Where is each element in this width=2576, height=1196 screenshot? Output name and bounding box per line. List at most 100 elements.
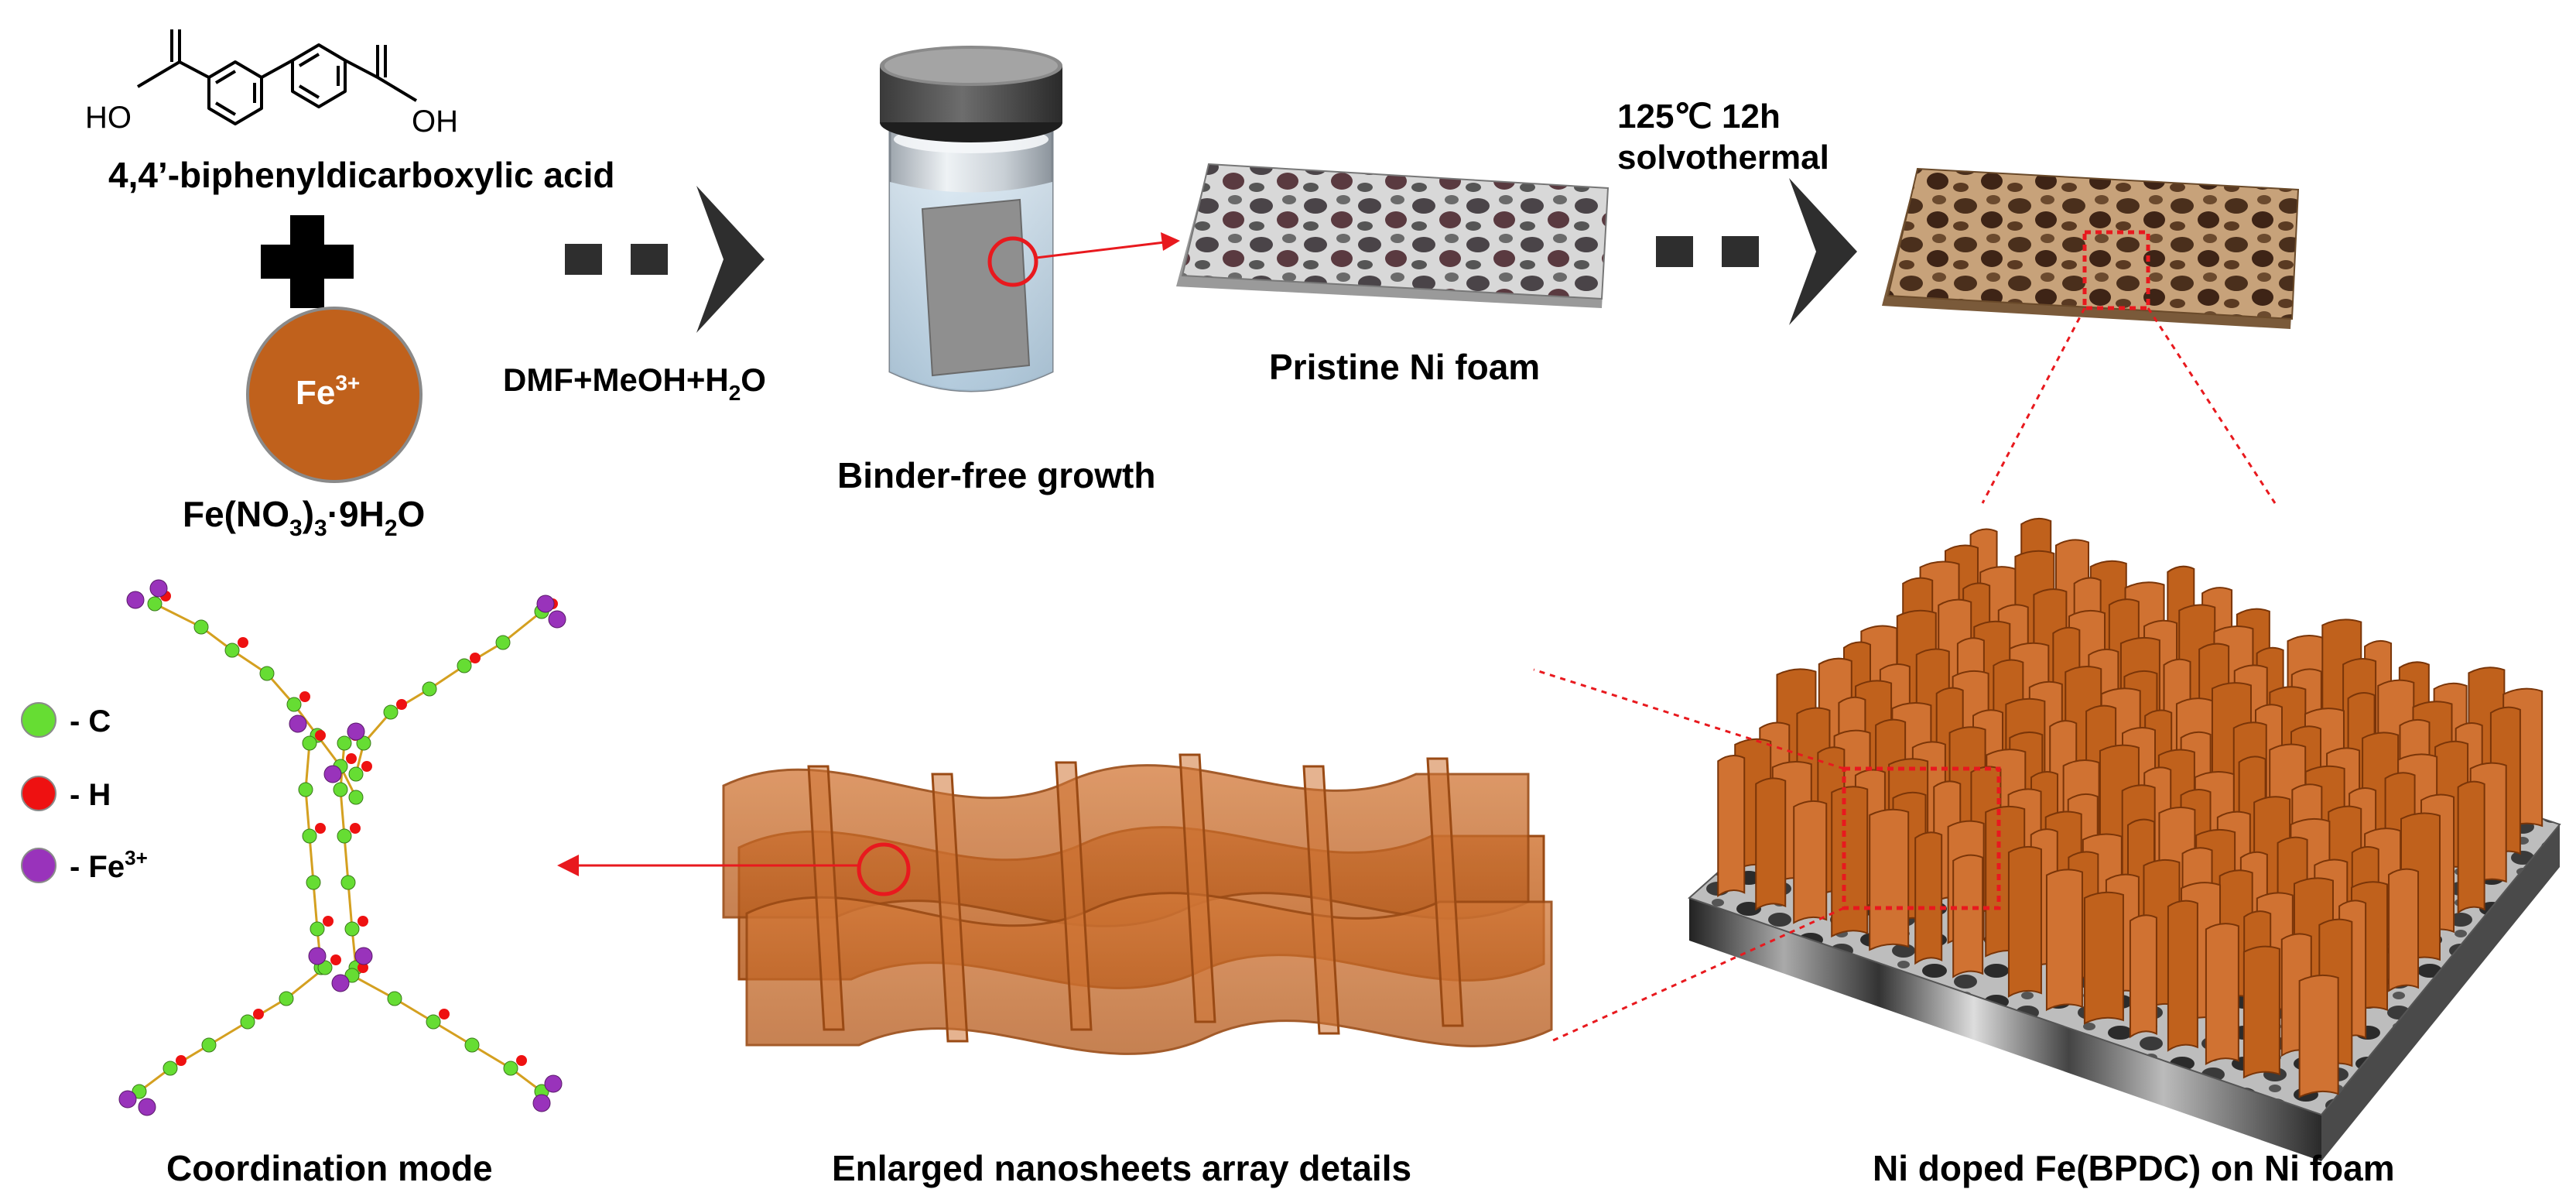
carbon-atom (132, 1084, 147, 1099)
nanosheet (2298, 974, 2339, 1098)
coated-ni-foam (1882, 167, 2300, 329)
iron-atom (544, 1074, 563, 1093)
reaction-jar (880, 46, 1062, 392)
zoom-box-forest (1842, 766, 2001, 910)
iron-atom (323, 765, 342, 783)
nanosheet (1717, 754, 1746, 898)
pristine-label: Pristine Ni foam (1269, 347, 1540, 387)
red-arrowhead-left-icon (557, 855, 579, 876)
final-label: Ni doped Fe(BPDC) on Ni foam (1873, 1148, 2395, 1188)
hydrogen-atom (238, 637, 248, 648)
iron-atom (118, 1090, 137, 1109)
carbon-atom (348, 766, 364, 782)
carbon-atom (356, 735, 371, 751)
carbon-atom (457, 658, 472, 673)
nanosheet (1914, 831, 1943, 965)
oh-right-label: OH (412, 105, 458, 139)
coordination-label: Coordination mode (166, 1148, 493, 1188)
fe-salt-formula: Fe(NO3)3·9H2O (183, 494, 425, 541)
zoom-line-foam-left (1981, 307, 2086, 504)
carbon-atom (387, 991, 402, 1006)
carbon-atom (240, 1014, 255, 1030)
iron-atom (138, 1098, 156, 1116)
hydrogen-atom (176, 1055, 186, 1066)
carbon-atom (503, 1061, 518, 1076)
hydrogen-atom (253, 1009, 264, 1020)
fe-ion-circle (246, 307, 422, 483)
process-arrow-1 (565, 186, 765, 333)
carbon-atom (337, 735, 352, 751)
nanosheet (2242, 945, 2280, 1079)
pristine-ni-foam (1176, 163, 1610, 308)
carbon-atom (279, 991, 294, 1006)
nanosheet (2167, 900, 2198, 1052)
hydrogen-atom (323, 916, 334, 927)
carbon-atom (298, 782, 313, 797)
nanosheet (2083, 891, 2124, 1025)
iron-atom (536, 595, 555, 613)
carbon-atom (162, 1061, 178, 1076)
nanosheet (2388, 868, 2420, 992)
zoom-line-jar (1035, 241, 1165, 259)
nanosheet (1793, 800, 1828, 924)
hydrogen-atom (346, 753, 357, 764)
carbon-atom (286, 697, 302, 712)
nanosheet (1831, 786, 1869, 938)
hydrogen-atom (315, 823, 326, 834)
iron-atom (347, 722, 365, 741)
condition-line2: solvothermal (1617, 139, 1829, 176)
carbon-atom (302, 735, 317, 751)
carbon-atom (317, 960, 333, 975)
nanosheet (1755, 777, 1787, 911)
carbon-atom (422, 681, 437, 697)
nanosheet (2205, 923, 2239, 1066)
zoom-line-forest-top (1533, 668, 1845, 770)
zoom-circle-nanosheet (857, 842, 911, 896)
carbon-atom (344, 968, 360, 983)
carbon-atom (201, 1037, 217, 1053)
carbon-atom (348, 790, 364, 805)
legend-hydrogen-label: - H (70, 778, 111, 812)
final-product-block (1688, 517, 2561, 1161)
carbon-atom (259, 666, 275, 681)
nanosheet (2129, 914, 2157, 1039)
zoom-line-foam-right (2147, 307, 2277, 504)
nanosheet (2457, 780, 2485, 914)
legend-iron-label: - Fe3+ (70, 846, 148, 884)
hydrogen-atom (350, 823, 361, 834)
iron-atom (532, 1094, 551, 1112)
hydrogen-atom (357, 962, 368, 973)
bond (354, 610, 542, 775)
carbon-atom (193, 619, 209, 635)
enlarged-nanosheets (722, 753, 1553, 1055)
nanosheet (1869, 808, 1910, 951)
carbon-atom (306, 875, 321, 890)
bond (154, 602, 357, 798)
iron-atom (308, 947, 327, 965)
process-arrow-2 (1656, 178, 1857, 325)
atom-legend: - C - H - Fe3+ (21, 702, 148, 884)
biphenyl-structure (136, 29, 418, 125)
coordination-structure (118, 579, 566, 1116)
plus-icon (261, 215, 354, 308)
binder-free-label: Binder-free growth (837, 455, 1155, 495)
carbon-atom (495, 635, 511, 650)
iron-atom (149, 579, 168, 598)
carbon-atom (302, 828, 317, 844)
iron-atom (548, 610, 566, 629)
hydrogen-atom (357, 916, 368, 927)
iron-atom (354, 947, 373, 965)
hydrogen-atom (330, 954, 341, 965)
legend-carbon-label: - C (70, 704, 111, 739)
carbon-atom (224, 643, 240, 658)
carbon-atom (147, 596, 162, 612)
nanosheet (2007, 845, 2042, 998)
carbon-atom (337, 828, 352, 844)
carbon-atom (333, 782, 348, 797)
carbon-atom (383, 704, 399, 720)
hydrogen-atom (315, 730, 326, 741)
zoom-box-foam (2082, 230, 2150, 310)
carbon-atom (426, 1014, 441, 1030)
hydrogen-atom (516, 1055, 527, 1066)
